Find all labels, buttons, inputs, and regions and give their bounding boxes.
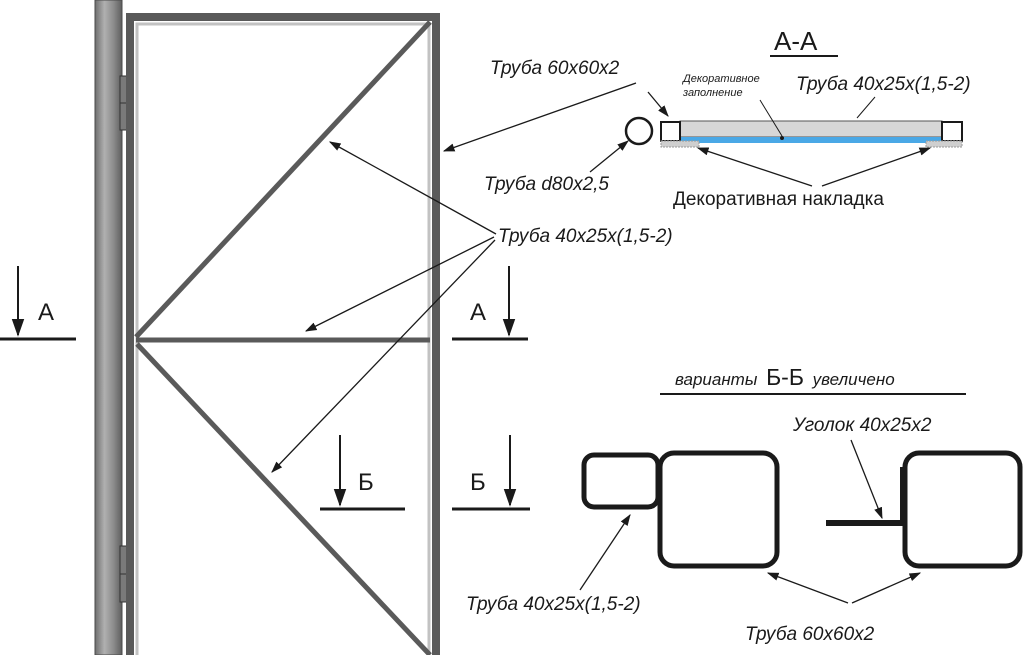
label-tube-60-top: Труба 60х60х2 xyxy=(490,58,620,79)
leader-tube-60-bottom-right xyxy=(851,572,922,604)
glass-strip xyxy=(680,137,942,143)
section-b-left-label: Б xyxy=(358,469,374,496)
label-decor-fill-line1: Декоративное xyxy=(681,73,760,85)
frame-diagonal-top xyxy=(134,20,432,339)
leader-tube-40-top xyxy=(856,96,876,119)
variant2-angle-flange xyxy=(826,520,906,526)
variants-suffix: увеличено xyxy=(812,370,895,389)
variant1-large-tube xyxy=(657,450,780,569)
frame-tube-left-section xyxy=(660,121,681,142)
post-section-circle xyxy=(624,116,654,146)
section-mark-b-right: Б xyxy=(452,435,530,511)
leader-tube-40-bottom xyxy=(579,514,631,591)
leader-tube-60-bottom-left xyxy=(766,572,849,604)
label-decor-fill-line2: заполнение xyxy=(682,87,743,99)
label-tube-60-bottom: Труба 60х60х2 xyxy=(745,624,875,645)
leader-tube-40-crossbar xyxy=(304,236,495,332)
variant1-small-tube xyxy=(581,452,661,510)
variants-heading: варианты Б-Б увеличено xyxy=(675,364,895,390)
leader-tube-40-diagonal-bottom xyxy=(271,239,496,473)
section-aa-title: А-А xyxy=(774,26,818,56)
leader-tube-60-to-section xyxy=(647,91,669,117)
leader-decor-fill xyxy=(759,99,783,137)
label-tube-40-middle: Труба 40х25х(1,5-2) xyxy=(498,226,673,247)
leader-overlay-right xyxy=(821,147,932,187)
overlay-right xyxy=(925,140,963,148)
variants-prefix: варианты xyxy=(675,370,758,389)
section-b-right-label: Б xyxy=(470,469,486,496)
decorative-fill-bar xyxy=(679,120,943,138)
leader-tube-60-to-frame xyxy=(442,82,637,152)
leader-tube-d80 xyxy=(589,140,629,173)
support-post xyxy=(94,0,123,655)
leader-tube-40-diagonal-top xyxy=(328,141,497,235)
label-decor-overlay: Декоративная накладка xyxy=(673,189,884,210)
section-a-left-label: А xyxy=(38,299,54,326)
variant2-large-tube xyxy=(902,450,1023,569)
section-a-right-label: А xyxy=(470,299,486,326)
section-mark-b-left: Б xyxy=(320,435,405,511)
gate-frame xyxy=(126,13,440,655)
section-aa-drawing xyxy=(624,116,963,148)
section-mark-a-left: А xyxy=(0,266,76,341)
label-angle: Уголок 40х25х2 xyxy=(792,415,932,436)
leader-overlay-left xyxy=(696,147,813,187)
section-mark-a-right: А xyxy=(452,266,528,341)
frame-tube-right-section xyxy=(941,121,963,142)
label-tube-40-top: Труба 40х25х(1,5-2) xyxy=(796,74,971,95)
leader-angle xyxy=(850,439,883,520)
label-tube-40-bottom: Труба 40х25х(1,5-2) xyxy=(466,594,641,615)
variants-mark: Б-Б xyxy=(766,364,804,390)
label-tube-d80: Труба d80х2,5 xyxy=(484,174,609,195)
overlay-left xyxy=(660,140,700,148)
frame-diagonal-bottom xyxy=(135,342,432,655)
